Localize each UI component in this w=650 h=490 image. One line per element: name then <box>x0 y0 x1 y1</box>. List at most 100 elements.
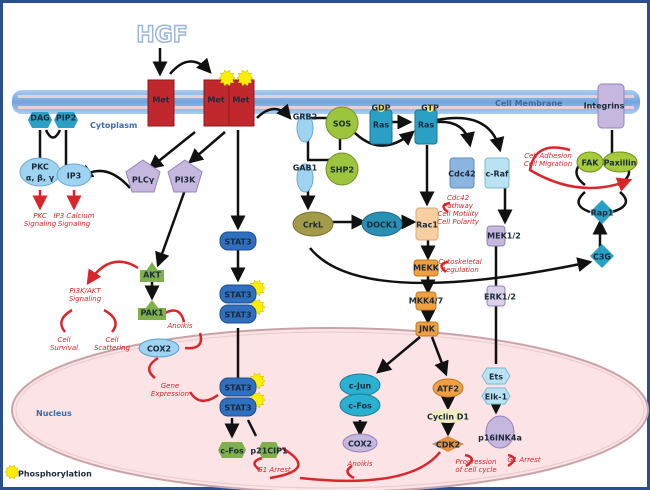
svg-text:α, β, γ: α, β, γ <box>26 174 55 183</box>
svg-text:c-Fos: c-Fos <box>348 402 372 411</box>
paxillin-node: Paxillin <box>602 151 638 173</box>
svg-text:GAB1: GAB1 <box>293 164 318 173</box>
svg-text:STAT3: STAT3 <box>224 291 251 300</box>
svg-text:DOCK1: DOCK1 <box>366 221 398 230</box>
mkk47-node: MKK4/7 <box>409 291 443 311</box>
cox2-nucleus-node: COX2 <box>342 433 378 453</box>
akt-node: AKT <box>140 262 164 282</box>
legend-label: Phosphorylation <box>18 470 92 479</box>
svg-text:Cyclin D1: Cyclin D1 <box>427 413 469 422</box>
ras-gdp-node: Ras GDP <box>369 104 393 145</box>
svg-text:MEK1/2: MEK1/2 <box>487 232 521 241</box>
svg-text:Ras: Ras <box>373 121 390 130</box>
cdk2-node: CDK2 <box>432 436 464 452</box>
svg-text:Rac1: Rac1 <box>416 221 438 230</box>
svg-text:Rap1: Rap1 <box>591 209 614 218</box>
sos-node: SOS <box>325 106 359 140</box>
atf2-node: ATF2 <box>432 378 464 398</box>
nucleus-label: Nucleus <box>36 409 72 418</box>
outcome-g1-arrest-p21: G1 Arrest <box>257 466 291 474</box>
pkc-node: PKC α, β, γ <box>19 157 61 187</box>
svg-text:FAK: FAK <box>582 159 600 168</box>
outcome-g1-arrest-p16: G1 Arrest <box>507 456 541 464</box>
pathway-arrows <box>38 48 631 439</box>
svg-text:Met: Met <box>232 96 249 105</box>
svg-text:MEKK: MEKK <box>413 264 440 273</box>
outcome-anoikis-cyto: Anoikis <box>166 322 192 330</box>
svg-text:CrkL: CrkL <box>303 221 323 230</box>
svg-text:AKT: AKT <box>143 271 161 280</box>
p21cip1-node: p21CIP1 <box>250 442 288 458</box>
svg-text:Ets: Ets <box>489 373 503 382</box>
cox2-cytoplasm-node: COX2 <box>138 338 180 358</box>
hgf-title: HGF <box>136 23 188 48</box>
cyclin-d1-node: Cyclin D1 <box>427 409 469 423</box>
svg-text:PLCγ: PLCγ <box>132 176 155 185</box>
stat3-dimer-cytoplasm: STAT3 STAT3 <box>219 284 257 324</box>
svg-text:Cdc42: Cdc42 <box>448 170 475 179</box>
svg-text:Met: Met <box>207 96 224 105</box>
svg-text:p21CIP1: p21CIP1 <box>250 447 288 456</box>
met-receptor-monomer: Met <box>147 79 175 127</box>
svg-text:CDK2: CDK2 <box>436 441 460 450</box>
shp2-node: SHP2 <box>325 152 359 186</box>
svg-text:GDP: GDP <box>371 104 390 113</box>
svg-text:C3G: C3G <box>593 253 611 262</box>
svg-text:Ras: Ras <box>418 121 435 130</box>
rac1-node: Rac1 <box>415 207 439 241</box>
met-receptor-dimer: Met Met <box>203 79 255 127</box>
svg-text:STAT3: STAT3 <box>224 238 251 247</box>
svg-text:c-Raf: c-Raf <box>485 170 509 179</box>
phosphorylation-star-shape <box>4 464 20 480</box>
svg-text:p16INK4a: p16INK4a <box>478 434 522 443</box>
p16ink4a-node: p16INK4a <box>478 415 522 449</box>
ras-gtp-node: Ras GTP <box>414 104 439 145</box>
phosphorylation-star-icon <box>4 464 20 480</box>
cdc42-node: Cdc42 <box>448 157 476 189</box>
pip2-node: PIP2 <box>54 112 78 128</box>
svg-text:STAT3: STAT3 <box>224 384 251 393</box>
phosphorylation-star-icon <box>218 69 236 87</box>
rap1-node: Rap1 <box>590 200 614 224</box>
jnk-node: JNK <box>415 321 439 337</box>
svg-text:ATF2: ATF2 <box>437 385 459 394</box>
c3g-node: C3G <box>590 244 614 268</box>
cell-membrane-label: Cell Membrane <box>495 99 563 108</box>
svg-text:COX2: COX2 <box>348 440 372 449</box>
svg-text:PAK1: PAK1 <box>140 309 164 318</box>
mek12-node: MEK1/2 <box>486 225 521 247</box>
pi3k-node: PI3K <box>167 159 203 193</box>
svg-text:c-Fos: c-Fos <box>220 447 244 456</box>
plcg-node: PLCγ <box>125 159 161 193</box>
svg-text:IP3: IP3 <box>67 172 81 181</box>
stat3-monomer: STAT3 <box>219 231 257 251</box>
crkl-node: CrkL <box>292 211 334 237</box>
svg-text:PI3K: PI3K <box>175 176 196 185</box>
outcome-anoikis-nuc: Anoikis <box>346 460 372 468</box>
pak1-node: PAK1 <box>138 300 166 320</box>
ets-elk1-complex: Ets Elk-1 <box>481 367 511 405</box>
dag-node: DAG <box>28 112 52 128</box>
svg-text:COX2: COX2 <box>147 345 171 354</box>
legend: Phosphorylation <box>4 464 92 480</box>
svg-text:SHP2: SHP2 <box>330 166 354 175</box>
svg-text:JNK: JNK <box>418 325 436 334</box>
svg-text:GTP: GTP <box>421 104 439 113</box>
dock1-node: DOCK1 <box>361 211 403 237</box>
svg-text:Integrins: Integrins <box>584 102 625 111</box>
svg-text:PKC: PKC <box>31 163 49 172</box>
grb2-node: GRB2 <box>293 113 317 143</box>
phosphorylation-star-icon <box>236 69 254 87</box>
svg-text:Met: Met <box>152 96 169 105</box>
svg-text:Elk-1: Elk-1 <box>485 393 508 402</box>
outcome-arrows <box>32 146 633 483</box>
